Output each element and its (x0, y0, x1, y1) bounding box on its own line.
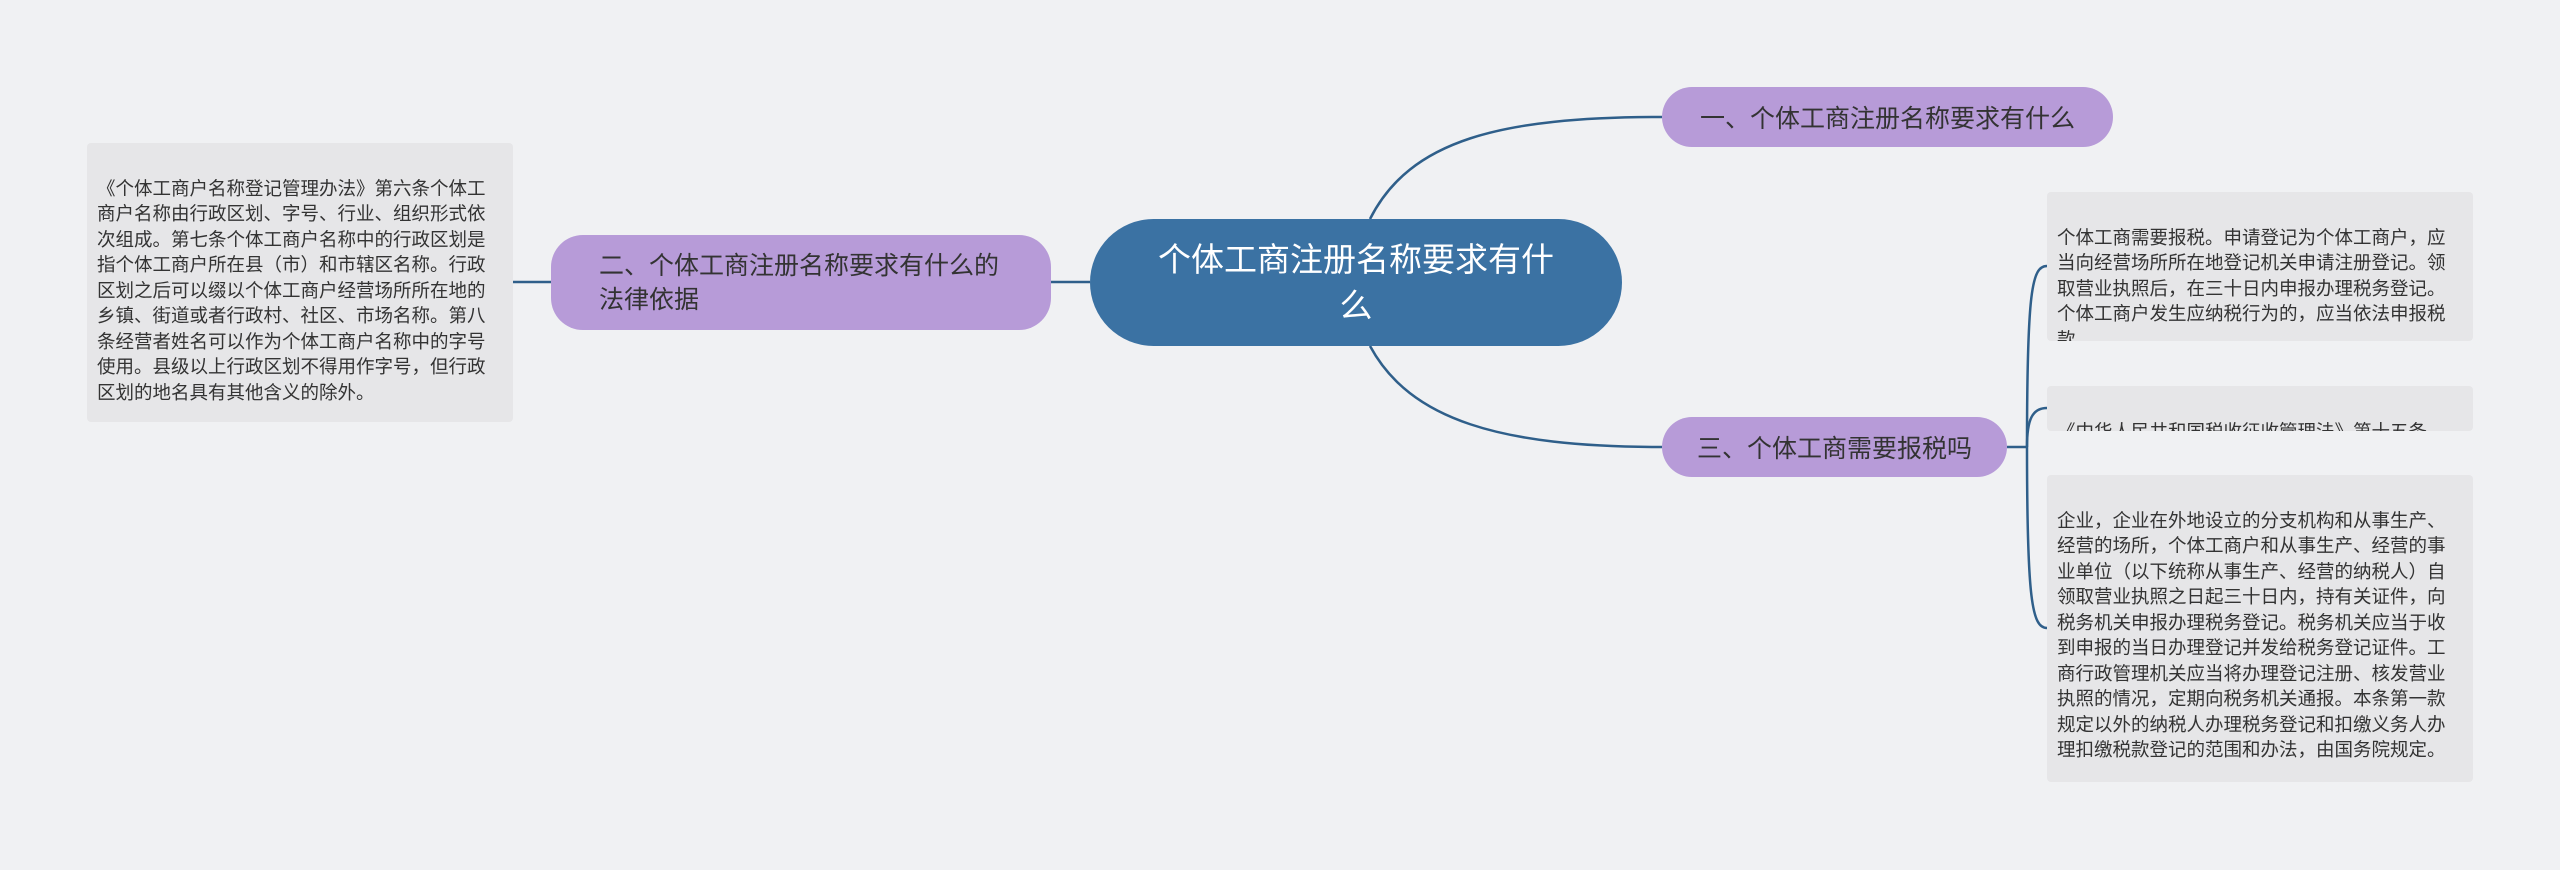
branch-topic-3-label: 三、个体工商需要报税吗 (1696, 434, 1972, 463)
leaf-tax-law-title[interactable]: 《中华人民共和国税收征收管理法》第十五条 (2047, 386, 2473, 431)
leaf-tax-answer[interactable]: 个体工商需要报税。申请登记为个体工商户，应当向经营场所所在地登记机关申请注册登记… (2047, 192, 2473, 341)
connector-root-branch3 (1368, 345, 1663, 449)
connector-hub-leaf3 (2025, 446, 2048, 630)
branch-topic-2-label: 二、个体工商注册名称要求有什么的法律依据 (599, 250, 1000, 314)
connector-hub-leaf1 (2025, 264, 2048, 448)
root-topic-label: 个体工商注册名称要求有什么 (1158, 239, 1554, 325)
branch-topic-3[interactable]: 三、个体工商需要报税吗 (1662, 417, 2007, 477)
connector-hub-leaf2 (2025, 406, 2048, 448)
leaf-legal-basis-text: 《个体工商户名称登记管理办法》第六条个体工商户名称由行政区划、字号、行业、组织形… (97, 178, 486, 404)
leaf-tax-law-title-text: 《中华人民共和国税收征收管理法》第十五条 (2057, 422, 2427, 432)
leaf-tax-answer-text: 个体工商需要报税。申请登记为个体工商户，应当向经营场所所在地登记机关申请注册登记… (2057, 227, 2446, 342)
leaf-legal-basis[interactable]: 《个体工商户名称登记管理办法》第六条个体工商户名称由行政区划、字号、行业、组织形… (87, 143, 513, 422)
branch-topic-1-label: 一、个体工商注册名称要求有什么 (1699, 104, 2075, 133)
branch-topic-1[interactable]: 一、个体工商注册名称要求有什么 (1662, 87, 2113, 147)
leaf-tax-law-text[interactable]: 企业，企业在外地设立的分支机构和从事生产、经营的场所，个体工商户和从事生产、经营… (2047, 475, 2473, 782)
branch-topic-2[interactable]: 二、个体工商注册名称要求有什么的法律依据 (551, 235, 1051, 330)
connector-root-branch1 (1368, 115, 1663, 220)
leaf-tax-law-text-body: 企业，企业在外地设立的分支机构和从事生产、经营的场所，个体工商户和从事生产、经营… (2057, 510, 2446, 762)
root-topic[interactable]: 个体工商注册名称要求有什么 (1090, 219, 1622, 346)
